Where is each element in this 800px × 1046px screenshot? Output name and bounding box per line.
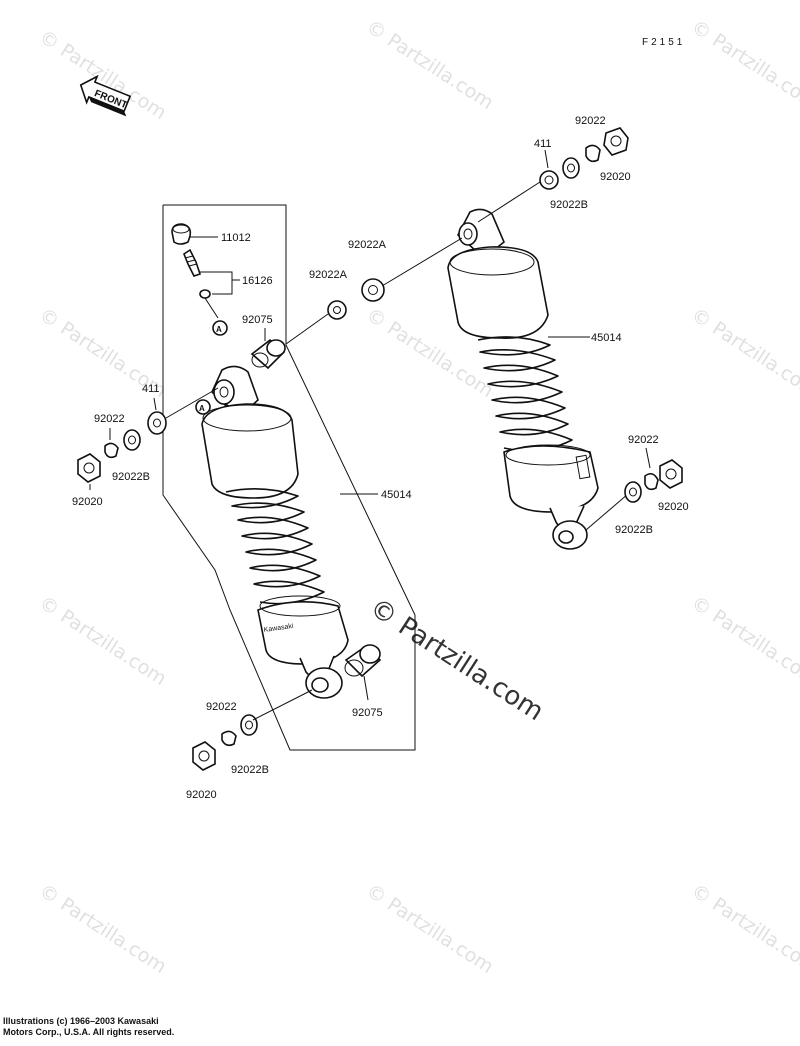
ref-a-eye: A: [199, 404, 205, 413]
callout-92075-top: 92075: [242, 314, 273, 326]
spring: [477, 336, 573, 452]
callout-92022B-right: 92022B: [615, 524, 653, 536]
leader-lines-right: [381, 181, 629, 531]
front-arrow-icon: FRONT: [79, 74, 132, 117]
watermark: © Partzilla.com: [362, 16, 497, 114]
watermark: © Partzilla.com: [687, 880, 800, 978]
watermark: © Partzilla.com: [687, 592, 800, 690]
callout-45014-right: 45014: [591, 332, 622, 344]
right-shock-absorber: [447, 208, 599, 550]
callout-92022B-top: 92022B: [550, 199, 588, 211]
callout-11012: 11012: [221, 232, 251, 244]
watermark: © Partzilla.com: [35, 26, 170, 124]
watermark: © Partzilla.com: [687, 304, 800, 402]
watermark-center: © Partzilla.com: [364, 593, 549, 727]
callout-92022B-bottom: 92022B: [231, 764, 269, 776]
ref-a-top: A: [216, 325, 222, 334]
callout-92022-left: 92022: [94, 413, 125, 425]
air-valve-parts: A A: [171, 223, 240, 415]
left-shock-absorber: Kawasaki: [201, 365, 349, 699]
assembly-outline: [162, 204, 416, 751]
callout-92022-top: 92022: [575, 115, 606, 127]
callout-92022-bottom: 92022: [206, 701, 237, 713]
callout-92020-bottom: 92020: [186, 789, 217, 801]
top-right-hardware: [361, 127, 629, 302]
callout-92020-right: 92020: [658, 501, 689, 513]
callout-45014-mid: 45014: [381, 489, 412, 501]
copyright-notice: Illustrations (c) 1966–2003 Kawasaki Mot…: [3, 1016, 174, 1038]
callout-92075-bottom: 92075: [352, 707, 383, 719]
callout-16126: 16126: [242, 275, 273, 287]
copyright-line-1: Illustrations (c) 1966–2003 Kawasaki: [3, 1016, 159, 1026]
watermark: © Partzilla.com: [687, 16, 800, 114]
figure-code: F2151: [642, 37, 685, 48]
callout-92022A-mid: 92022A: [348, 239, 387, 251]
watermark: © Partzilla.com: [362, 880, 497, 978]
bottom-right-hardware: [624, 459, 683, 503]
shock-brand-label: Kawasaki: [263, 623, 294, 634]
spring: [225, 488, 325, 605]
watermark: © Partzilla.com: [35, 592, 170, 690]
callout-labels: 411 92022 92020 92022B 92022A 92022A 110…: [72, 115, 689, 801]
callout-92020-top: 92020: [600, 171, 631, 183]
callout-92020-left: 92020: [72, 496, 103, 508]
callout-92022B-left: 92022B: [112, 471, 150, 483]
watermark: © Partzilla.com: [35, 880, 170, 978]
callout-92022A-left: 92022A: [309, 269, 348, 281]
callout-92022-right: 92022: [628, 434, 659, 446]
copyright-line-2: Motors Corp., U.S.A. All rights reserved…: [3, 1027, 175, 1037]
watermarks: © Partzilla.com © Partzilla.com © Partzi…: [35, 16, 800, 978]
left-shock-hardware: [77, 300, 382, 771]
callout-411-left: 411: [142, 383, 160, 395]
callout-411-right: 411: [534, 138, 552, 150]
leader-lines-left: [89, 149, 651, 721]
